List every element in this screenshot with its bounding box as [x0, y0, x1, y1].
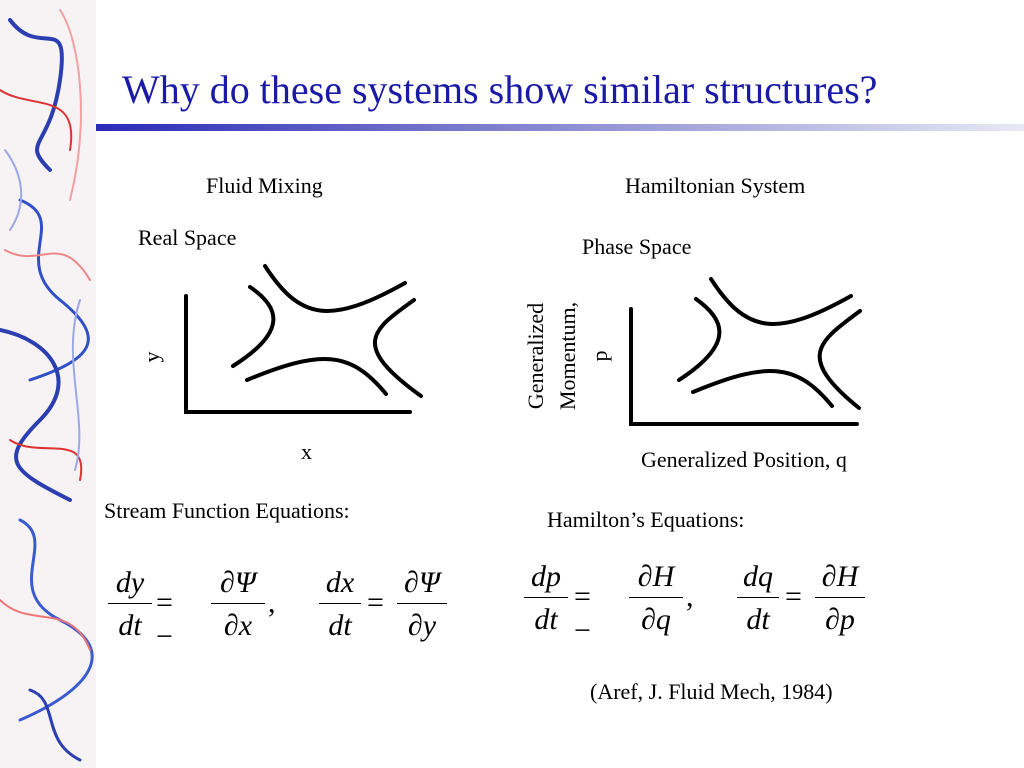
fluid-mixing-heading: Fluid Mixing	[206, 173, 323, 198]
eq-comma: ,	[268, 586, 276, 619]
phase-space-right-curve	[817, 309, 862, 410]
phase-space-label: Phase Space	[582, 234, 692, 259]
eq-operator: = −	[156, 586, 173, 653]
eq-denominator: dt	[118, 609, 142, 642]
real-space-label: Real Space	[138, 225, 237, 250]
eq-denominator: ∂p	[825, 603, 855, 636]
hamilton-equations-label: Hamilton’s Equations:	[547, 507, 745, 532]
eq-numerator: ∂Ψ	[404, 566, 440, 599]
real-space-lower-curve	[245, 357, 388, 396]
eq-operator: =	[785, 580, 802, 613]
eq-denominator: dt	[534, 603, 558, 636]
eq-numerator: dy	[115, 566, 145, 599]
phase-space-lower-curve	[691, 369, 834, 408]
eq-comma: ,	[686, 580, 694, 613]
phase-space-upper-curve	[709, 277, 853, 326]
eq-denominator: ∂x	[223, 609, 253, 642]
eq-denominator: ∂y	[407, 609, 437, 642]
decorative-fluid-strip	[0, 0, 96, 768]
phase-space-axes	[629, 307, 859, 426]
x-axis-label: x	[301, 439, 312, 464]
eq-numerator: dp	[531, 560, 561, 593]
eq-denominator: ∂q	[641, 603, 671, 636]
real-space-right-curve	[372, 298, 423, 398]
real-space-left-curve	[231, 285, 276, 368]
eq-denominator: dt	[328, 609, 352, 642]
eq-numerator: dq	[743, 560, 773, 593]
eq-numerator: dx	[325, 566, 355, 599]
slide-title: Why do these systems show similar struct…	[122, 67, 878, 112]
eq-operator: = −	[574, 580, 591, 647]
eq-numerator: ∂Ψ	[220, 566, 256, 599]
eq-numerator: ∂H	[637, 560, 675, 593]
title-underline	[96, 124, 1024, 131]
citation: (Aref, J. Fluid Mech, 1984)	[590, 679, 833, 704]
phase-space-left-curve	[677, 297, 722, 382]
position-axis-label: Generalized Position, q	[641, 447, 847, 472]
real-space-axes	[184, 294, 412, 414]
eq-operator: =	[367, 586, 384, 619]
eq-denominator: dt	[746, 603, 770, 636]
hamiltonian-heading: Hamiltonian System	[625, 173, 806, 198]
eq-numerator: ∂H	[821, 560, 859, 593]
real-space-upper-curve	[263, 264, 407, 313]
stream-function-label: Stream Function Equations:	[104, 498, 350, 523]
